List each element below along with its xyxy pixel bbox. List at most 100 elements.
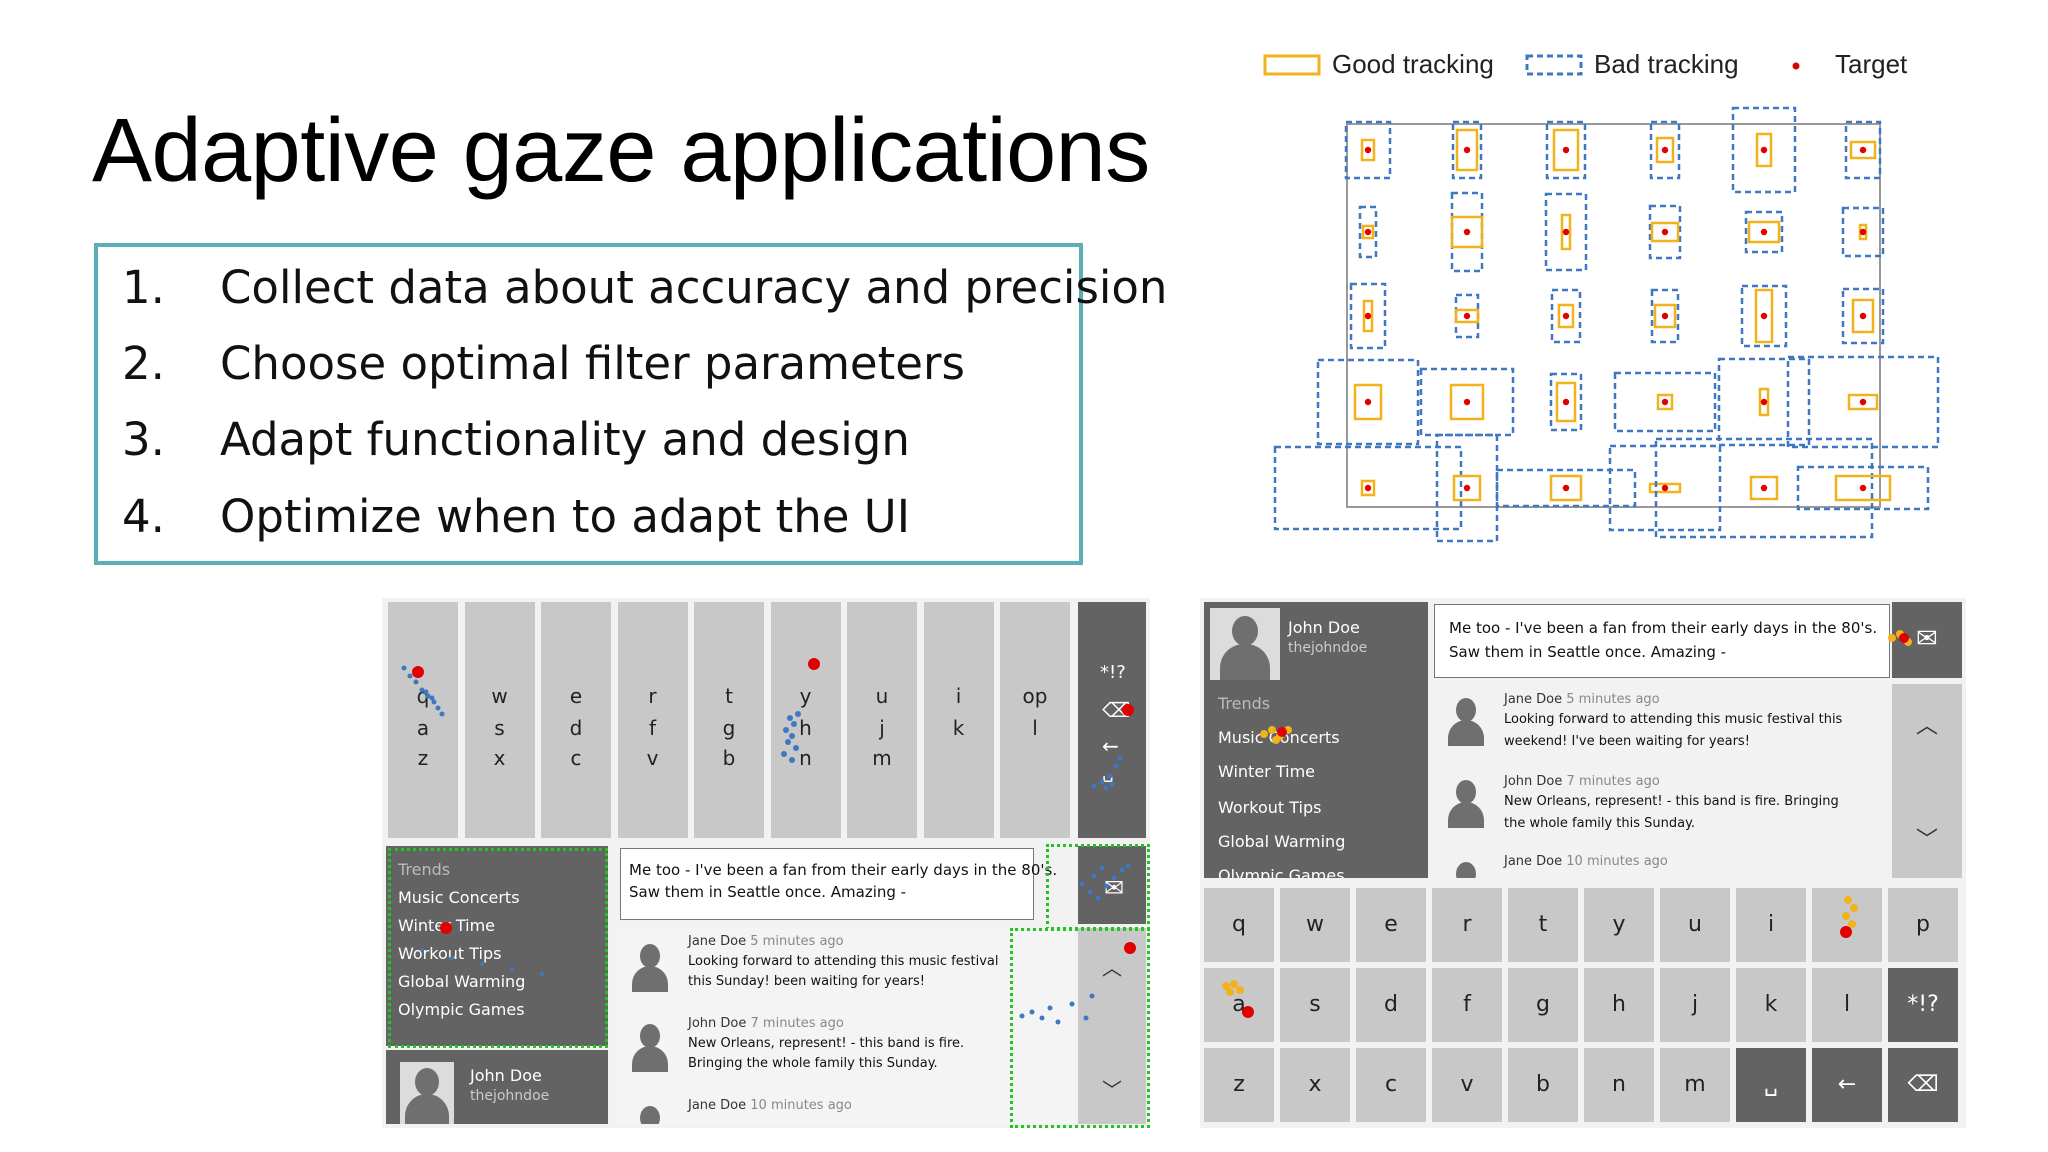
- compose-box[interactable]: Me too - I've been a fan from their earl…: [620, 848, 1057, 920]
- key[interactable]: n: [1584, 1048, 1654, 1122]
- space-key[interactable]: ␣: [1736, 1048, 1806, 1122]
- slide-title: Adaptive gaze applications: [92, 101, 1150, 201]
- symbols-key[interactable]: *!?: [1888, 968, 1958, 1042]
- target-dot: [1859, 398, 1867, 406]
- key-label: e: [569, 684, 583, 708]
- send-button[interactable]: ✉: [1078, 846, 1146, 924]
- key[interactable]: t: [1508, 888, 1578, 962]
- key[interactable]: m: [1660, 1048, 1730, 1122]
- key[interactable]: c: [1356, 1048, 1426, 1122]
- trend-item[interactable]: Global Warming: [398, 972, 526, 991]
- good-tracking-box: [1549, 474, 1583, 502]
- gaze-samples: [401, 665, 1131, 1025]
- key[interactable]: k: [1736, 968, 1806, 1042]
- backspace-icon[interactable]: ←: [1102, 734, 1119, 758]
- key-label: v: [646, 746, 659, 770]
- trend-item[interactable]: Workout Tips: [1218, 798, 1322, 817]
- trend-item[interactable]: Olympic Games: [398, 1000, 525, 1019]
- trend-item[interactable]: Olympic Games: [1218, 866, 1345, 878]
- trends-header: Trends: [398, 860, 451, 879]
- trend-item[interactable]: Music Concerts: [398, 888, 520, 907]
- good-tracking-box: [1450, 215, 1484, 249]
- target-dot: [1859, 228, 1867, 236]
- key[interactable]: l: [1812, 968, 1882, 1042]
- key[interactable]: v: [1432, 1048, 1502, 1122]
- key[interactable]: p: [1888, 888, 1958, 962]
- bad-tracking-box: [1648, 204, 1682, 260]
- key[interactable]: w: [1280, 888, 1350, 962]
- good-tracking-box: [1834, 474, 1892, 502]
- scroll-column: ︿ ﹀: [1892, 684, 1962, 878]
- symbols-key[interactable]: *!?: [1100, 662, 1126, 683]
- good-tracking-box: [1754, 288, 1774, 344]
- trend-item[interactable]: Winter Time: [1218, 762, 1315, 781]
- right-feed: Jane Doe 5 minutes ago Looking forward t…: [1434, 684, 1884, 878]
- legend-good-swatch: [1263, 54, 1321, 76]
- bad-tracking-box: [1451, 120, 1483, 180]
- key[interactable]: f: [1432, 968, 1502, 1042]
- avatar: [628, 1022, 672, 1072]
- scroll-up-icon[interactable]: ︿: [1916, 714, 1939, 739]
- feed-text: weekend! I've been waiting for years!: [1504, 734, 1750, 749]
- good-tracking-box: [1360, 479, 1376, 497]
- key[interactable]: s: [1280, 968, 1350, 1042]
- backspace-key[interactable]: ←: [1812, 1048, 1882, 1122]
- target-dot: [1463, 398, 1471, 406]
- trend-item[interactable]: Global Warming: [1218, 832, 1346, 851]
- step-number: 1.: [122, 261, 165, 314]
- target-dot: [1859, 484, 1867, 492]
- bad-tracking-box: [1358, 205, 1378, 259]
- avatar: [400, 1062, 454, 1124]
- key[interactable]: z: [1204, 1048, 1274, 1122]
- key[interactable]: y: [1584, 888, 1654, 962]
- key-label: u: [875, 684, 889, 708]
- eraser-key[interactable]: ⌫: [1888, 1048, 1958, 1122]
- target-dot: [1760, 228, 1768, 236]
- key[interactable]: a: [1204, 968, 1274, 1042]
- key[interactable]: j: [1660, 968, 1730, 1042]
- scroll-down-icon[interactable]: ﹀: [1916, 828, 1939, 853]
- profile-name: John Doe: [1288, 618, 1360, 637]
- space-icon[interactable]: ␣: [1102, 762, 1114, 783]
- scroll-up-icon[interactable]: ︿: [1102, 956, 1122, 980]
- key[interactable]: r: [1432, 888, 1502, 962]
- key-label: c: [570, 746, 582, 770]
- bad-tracking-box: [1841, 287, 1885, 345]
- key-label: h: [799, 716, 812, 740]
- key[interactable]: h: [1584, 968, 1654, 1042]
- key[interactable]: i: [1736, 888, 1806, 962]
- key[interactable]: e: [1356, 888, 1426, 962]
- trend-item[interactable]: Workout Tips: [398, 944, 502, 963]
- good-tracking-box: [1849, 140, 1877, 160]
- scroll-down-icon[interactable]: ﹀: [1102, 1078, 1122, 1102]
- target-dot: [1562, 484, 1570, 492]
- key[interactable]: b: [1508, 1048, 1578, 1122]
- send-mail-icon: ✉: [1916, 624, 1938, 654]
- bad-tracking-box: [1613, 371, 1717, 433]
- bad-tracking-box: [1349, 282, 1387, 350]
- good-tracking-box: [1755, 132, 1773, 168]
- compose-box[interactable]: Me too - I've been a fan from their earl…: [1434, 604, 1890, 678]
- left-feed: Jane Doe 5 minutes ago Looking forward t…: [616, 928, 1074, 1124]
- key[interactable]: g: [1508, 968, 1578, 1042]
- bad-tracking-box: [1796, 465, 1930, 511]
- screen-frame: [1346, 123, 1881, 508]
- key[interactable]: u: [1660, 888, 1730, 962]
- key[interactable]: d: [1356, 968, 1426, 1042]
- key[interactable]: q: [1204, 888, 1274, 962]
- target-dot: [1364, 398, 1372, 406]
- key[interactable]: x: [1280, 1048, 1350, 1122]
- feed-meta: John Doe 7 minutes ago: [688, 1016, 844, 1031]
- key-label: op: [1022, 684, 1048, 708]
- right-sidebar: John Doe thejohndoe Trends Music Concert…: [1204, 602, 1428, 878]
- left-profile: John Doe thejohndoe: [386, 1050, 608, 1124]
